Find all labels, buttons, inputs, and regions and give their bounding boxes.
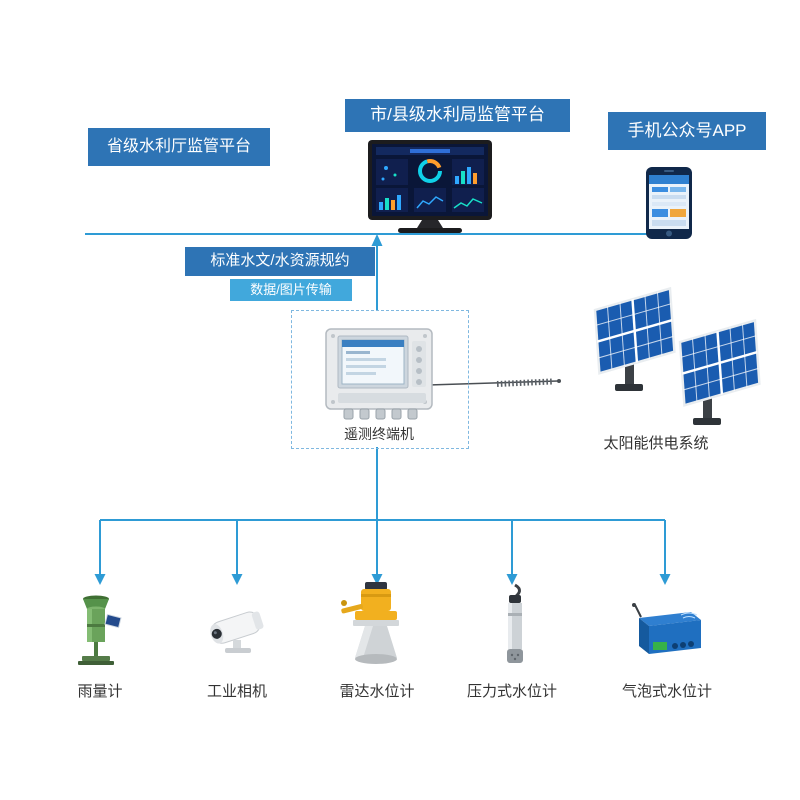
rtu-illustration — [324, 327, 434, 422]
monitor-illustration — [368, 140, 492, 234]
solar-label: 太阳能供电系统 — [603, 435, 709, 452]
solar-panels-illustration — [585, 278, 775, 438]
sensor-label-bubble-gauge: 气泡式水位计 — [621, 683, 713, 700]
rtu-dashed-boundary — [291, 310, 469, 449]
rain-gauge-illustration — [70, 590, 130, 672]
pressure-gauge-illustration — [493, 583, 533, 671]
sensor-label-pressure-gauge: 压力式水位计 — [466, 683, 558, 700]
sensor-label-radar-gauge: 雷达水位计 — [339, 683, 415, 700]
sensor-label-industrial-camera: 工业相机 — [206, 683, 268, 700]
sensor-label-rain-gauge: 雨量计 — [77, 683, 123, 700]
rtu-label: 遥测终端机 — [344, 426, 414, 442]
bubble-gauge-illustration — [625, 602, 705, 660]
rtu-antenna — [427, 378, 561, 387]
radar-gauge-illustration — [341, 580, 411, 670]
provincial-platform-label: 省级水利厅监管平台 — [88, 128, 270, 166]
protocol-label: 标准水文/水资源规约 — [185, 247, 375, 276]
city-county-platform-label: 市/县级水利局监管平台 — [345, 99, 570, 132]
smartphone-illustration — [646, 167, 692, 239]
industrial-camera-illustration — [203, 600, 273, 658]
data-transfer-label: 数据/图片传输 — [230, 279, 352, 301]
mobile-app-label: 手机公众号APP — [608, 112, 766, 150]
